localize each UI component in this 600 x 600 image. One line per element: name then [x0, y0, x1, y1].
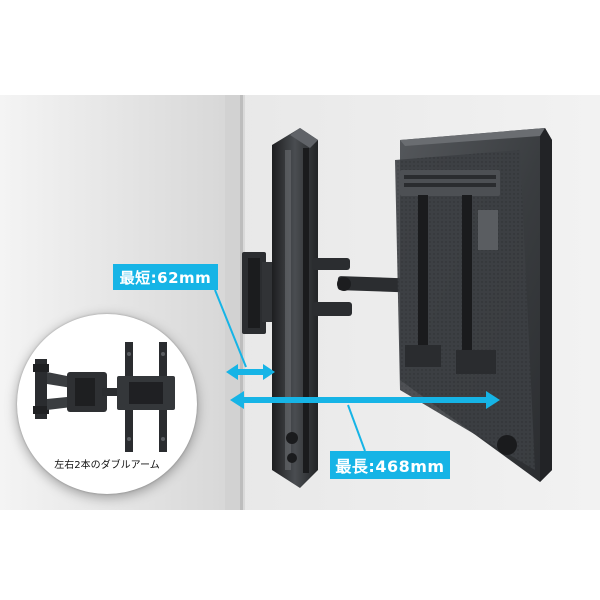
- double-arm-mount-illustration: [33, 342, 175, 452]
- inset-caption: 左右2本のダブルアーム: [54, 460, 160, 471]
- tv-back-view: [395, 128, 552, 482]
- min-distance-label: 最短:62mm: [113, 264, 218, 290]
- tv-side-view: [272, 128, 318, 488]
- measurement-arrows: [214, 289, 500, 452]
- max-distance-label: 最長:468mm: [330, 451, 450, 479]
- inset-mount-photo: 左右2本のダブルアーム: [17, 314, 197, 494]
- wall-plate: [242, 252, 274, 334]
